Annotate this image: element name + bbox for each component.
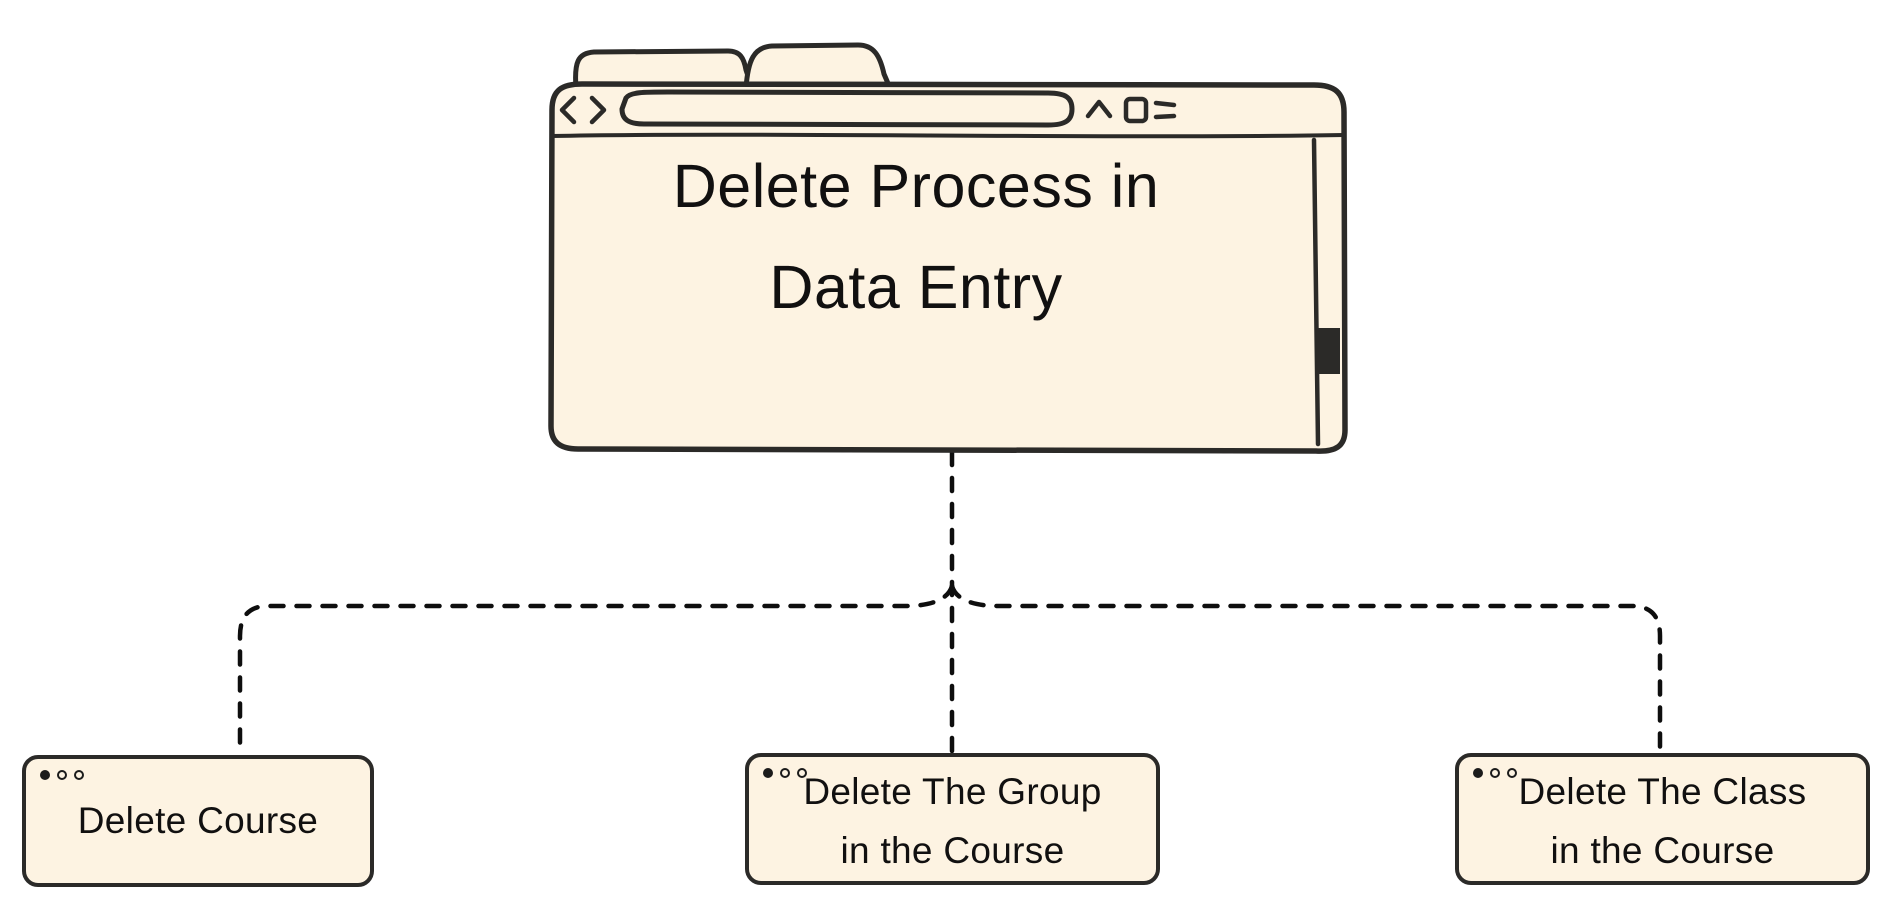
root-window-frame bbox=[548, 42, 1348, 454]
scrollbar-track[interactable] bbox=[1311, 137, 1321, 447]
connector-branch-right bbox=[949, 583, 1663, 756]
window-dot-maximize-icon bbox=[74, 770, 84, 780]
chevron-right-icon[interactable] bbox=[589, 95, 607, 125]
window-dot-maximize-icon bbox=[1507, 768, 1517, 778]
leaf-card-delete-course[interactable]: Delete Course bbox=[22, 755, 374, 887]
leaf-card-label: Delete The Class in the Course bbox=[1518, 770, 1807, 871]
window-dots bbox=[1473, 768, 1517, 778]
hamburger-menu-icon[interactable] bbox=[1153, 100, 1177, 120]
leaf-card-delete-group[interactable]: Delete The Group in the Course bbox=[745, 753, 1160, 885]
scrollbar-thumb[interactable] bbox=[1318, 328, 1340, 374]
page-title: Delete Process in Data Entry bbox=[672, 152, 1160, 322]
window-dots bbox=[763, 768, 807, 778]
leaf-card-label: Delete Course bbox=[77, 800, 319, 842]
window-dot-close-icon bbox=[40, 770, 50, 780]
window-dot-close-icon bbox=[1473, 768, 1483, 778]
window-dot-minimize-icon bbox=[1490, 768, 1500, 778]
window-dot-maximize-icon bbox=[797, 768, 807, 778]
root-window-card[interactable]: Delete Process in Data Entry bbox=[548, 40, 1348, 454]
window-dot-close-icon bbox=[763, 768, 773, 778]
connector-branch-left bbox=[237, 583, 955, 758]
address-bar[interactable] bbox=[619, 89, 1075, 128]
window-dot-minimize-icon bbox=[780, 768, 790, 778]
square-icon[interactable] bbox=[1123, 96, 1149, 124]
chevron-left-icon[interactable] bbox=[559, 95, 577, 125]
chrome-separator bbox=[550, 132, 1346, 139]
chevron-up-icon[interactable] bbox=[1085, 99, 1113, 119]
window-dots bbox=[40, 770, 84, 780]
inactive-tab-shape[interactable] bbox=[573, 48, 755, 91]
window-dot-minimize-icon bbox=[57, 770, 67, 780]
window-body-shape bbox=[548, 81, 1348, 454]
active-tab-shape[interactable] bbox=[743, 42, 893, 91]
leaf-card-label: Delete The Group in the Course bbox=[803, 770, 1102, 871]
leaf-card-delete-class[interactable]: Delete The Class in the Course bbox=[1455, 753, 1870, 885]
